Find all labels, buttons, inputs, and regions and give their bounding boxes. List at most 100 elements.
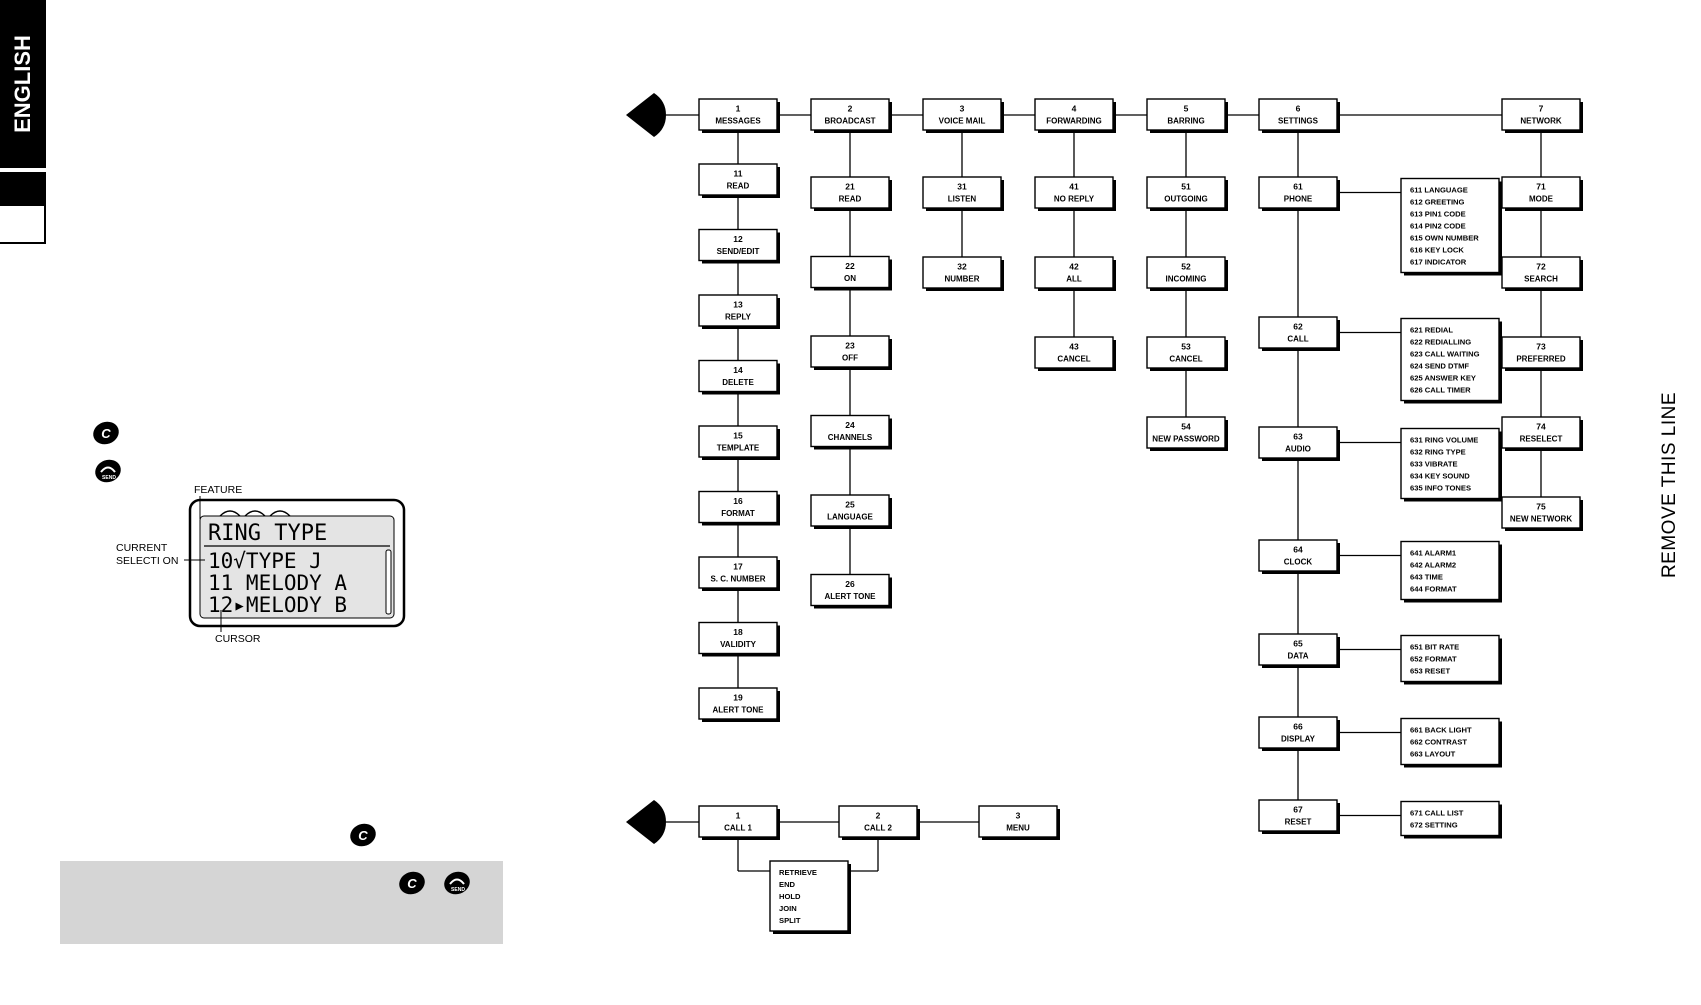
menu-name: SEARCH [1524, 275, 1558, 284]
box-frame [698, 556, 778, 589]
menu-number: 75 [1536, 502, 1546, 512]
menu-name: ON [844, 274, 856, 283]
menu-name: NEW PASSWORD [1152, 435, 1220, 444]
lcd-label-current: CURRENT [116, 542, 168, 554]
menu-name: VOICE MAIL [939, 117, 986, 126]
submenu-item: 623 CALL WAITING [1410, 350, 1480, 359]
box-frame [1501, 256, 1581, 289]
menu-name: BROADCAST [824, 117, 875, 126]
box-frame [1400, 177, 1500, 274]
key-glyph [100, 466, 116, 473]
box-frame [1400, 634, 1500, 683]
menu-name: FORWARDING [1046, 117, 1101, 126]
box-frame [1400, 717, 1500, 766]
menu-number: 24 [845, 420, 855, 430]
menu-number: 71 [1536, 182, 1546, 192]
lcd-line: 10√TYPE J [208, 549, 322, 573]
submenu-item: 612 GREETING [1410, 198, 1465, 207]
key-body [399, 871, 425, 895]
menu-number: 43 [1069, 342, 1079, 352]
submenu-item: 624 SEND DTMF [1410, 362, 1469, 371]
send-key-icon: SEND [444, 871, 470, 895]
menu-name: SETTINGS [1278, 117, 1319, 126]
menu-number: 4 [1072, 104, 1077, 114]
submenu-item: 651 BIT RATE [1410, 643, 1459, 652]
submenu-item: 611 LANGUAGE [1410, 186, 1468, 195]
menu-number: 11 [734, 169, 743, 179]
box-frame [1501, 416, 1581, 449]
menu-number: 2 [876, 811, 881, 821]
menu-name: CLOCK [1284, 558, 1313, 567]
menu-name: ALL [1066, 275, 1082, 284]
menu-name: INCOMING [1166, 275, 1207, 284]
menu-number: 62 [1293, 322, 1303, 332]
menu-number: 13 [733, 300, 743, 310]
messages-submenu-box: 17S. C. NUMBER [698, 556, 780, 591]
lcd-label-feature: FEATURE [194, 484, 242, 496]
box-frame [1258, 716, 1338, 749]
box-frame [1034, 98, 1114, 131]
box-frame [698, 621, 778, 655]
menu-number: 25 [845, 500, 855, 510]
key-caption: SEND [451, 887, 465, 893]
submenu-item: 616 KEY LOCK [1410, 246, 1464, 255]
submenu-item: 625 ANSWER KEY [1410, 374, 1476, 383]
menu-name: NEW NETWORK [1510, 515, 1572, 524]
lcd-tab-icon [219, 510, 241, 517]
key-body [95, 459, 121, 483]
menu-number: 65 [1293, 639, 1303, 649]
menu-number: 3 [960, 104, 965, 114]
box-frame [838, 805, 918, 838]
menu-name: CALL [1287, 335, 1308, 344]
box-frame [698, 490, 778, 524]
menu-number: 12 [733, 234, 743, 244]
box-frame [1258, 98, 1338, 131]
submenu-item: SPLIT [779, 916, 801, 925]
menu-number: 73 [1536, 342, 1546, 352]
box-frame [922, 98, 1002, 131]
box-frame [810, 176, 890, 209]
lcd-scrollbar [385, 549, 392, 615]
language-tab: ENGLISH [0, 0, 46, 168]
menu-number: 72 [1536, 262, 1546, 272]
menu-number: 26 [845, 579, 855, 589]
box-frame [1501, 176, 1581, 209]
submenu-item: 615 OWN NUMBER [1410, 234, 1479, 243]
menu-name: CHANNELS [828, 433, 873, 442]
box-frame [1146, 416, 1226, 449]
menu-start-arrow [626, 93, 666, 137]
box-frame [698, 805, 778, 838]
box-frame [769, 860, 849, 932]
box-frame [810, 98, 890, 131]
menu-number: 63 [1293, 432, 1303, 442]
menu-number: 3 [1016, 811, 1021, 821]
menu-number: 2 [848, 104, 853, 114]
lcd-tab-icon [244, 510, 266, 517]
menu-number: 74 [1536, 422, 1546, 432]
menu-number: 66 [1293, 722, 1303, 732]
box-frame [922, 256, 1002, 289]
menu-number: 52 [1181, 262, 1191, 272]
box-frame [1258, 633, 1338, 666]
box-frame [1501, 98, 1581, 131]
